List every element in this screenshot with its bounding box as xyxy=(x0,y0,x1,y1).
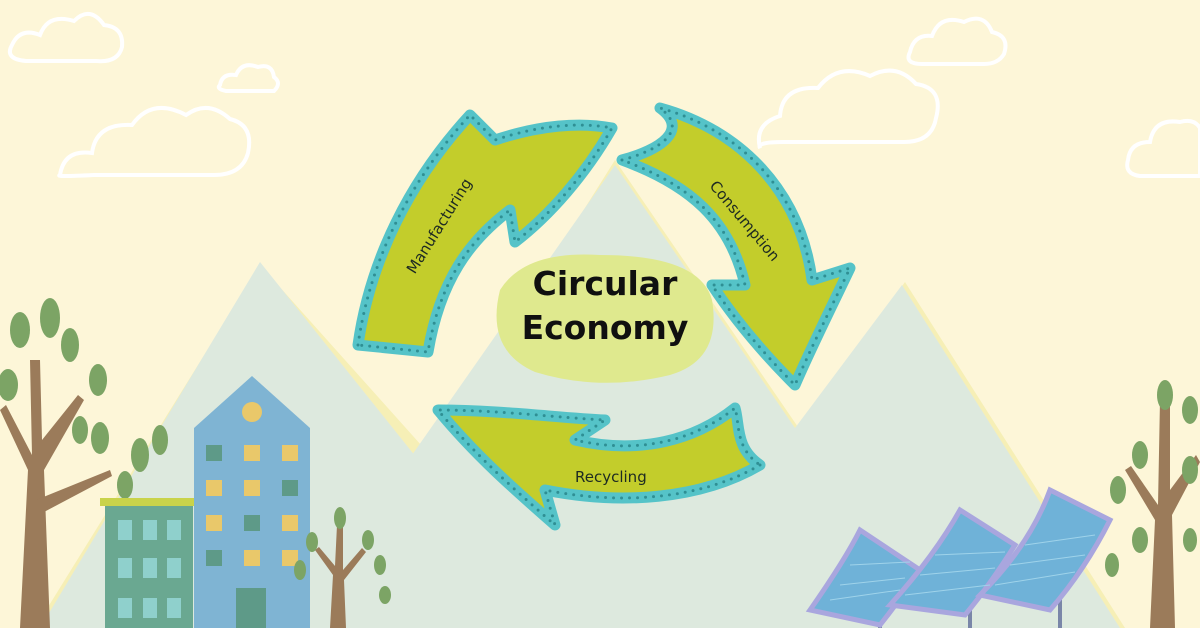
solar-panels xyxy=(805,486,1114,628)
cloud-icon xyxy=(216,63,280,93)
buildings xyxy=(100,376,310,628)
tree-left xyxy=(0,298,168,628)
cloud-icon xyxy=(757,68,940,150)
clouds xyxy=(7,12,1200,178)
cycle-arrows xyxy=(352,102,856,531)
cloud-icon xyxy=(7,12,125,64)
tree-small xyxy=(294,507,391,628)
center-blob xyxy=(496,254,714,383)
cloud-icon xyxy=(1125,118,1200,178)
cloud-icon xyxy=(906,16,1008,66)
cloud-icon xyxy=(57,106,252,178)
arrow-consumption xyxy=(616,102,856,391)
tree-right xyxy=(1105,380,1200,628)
